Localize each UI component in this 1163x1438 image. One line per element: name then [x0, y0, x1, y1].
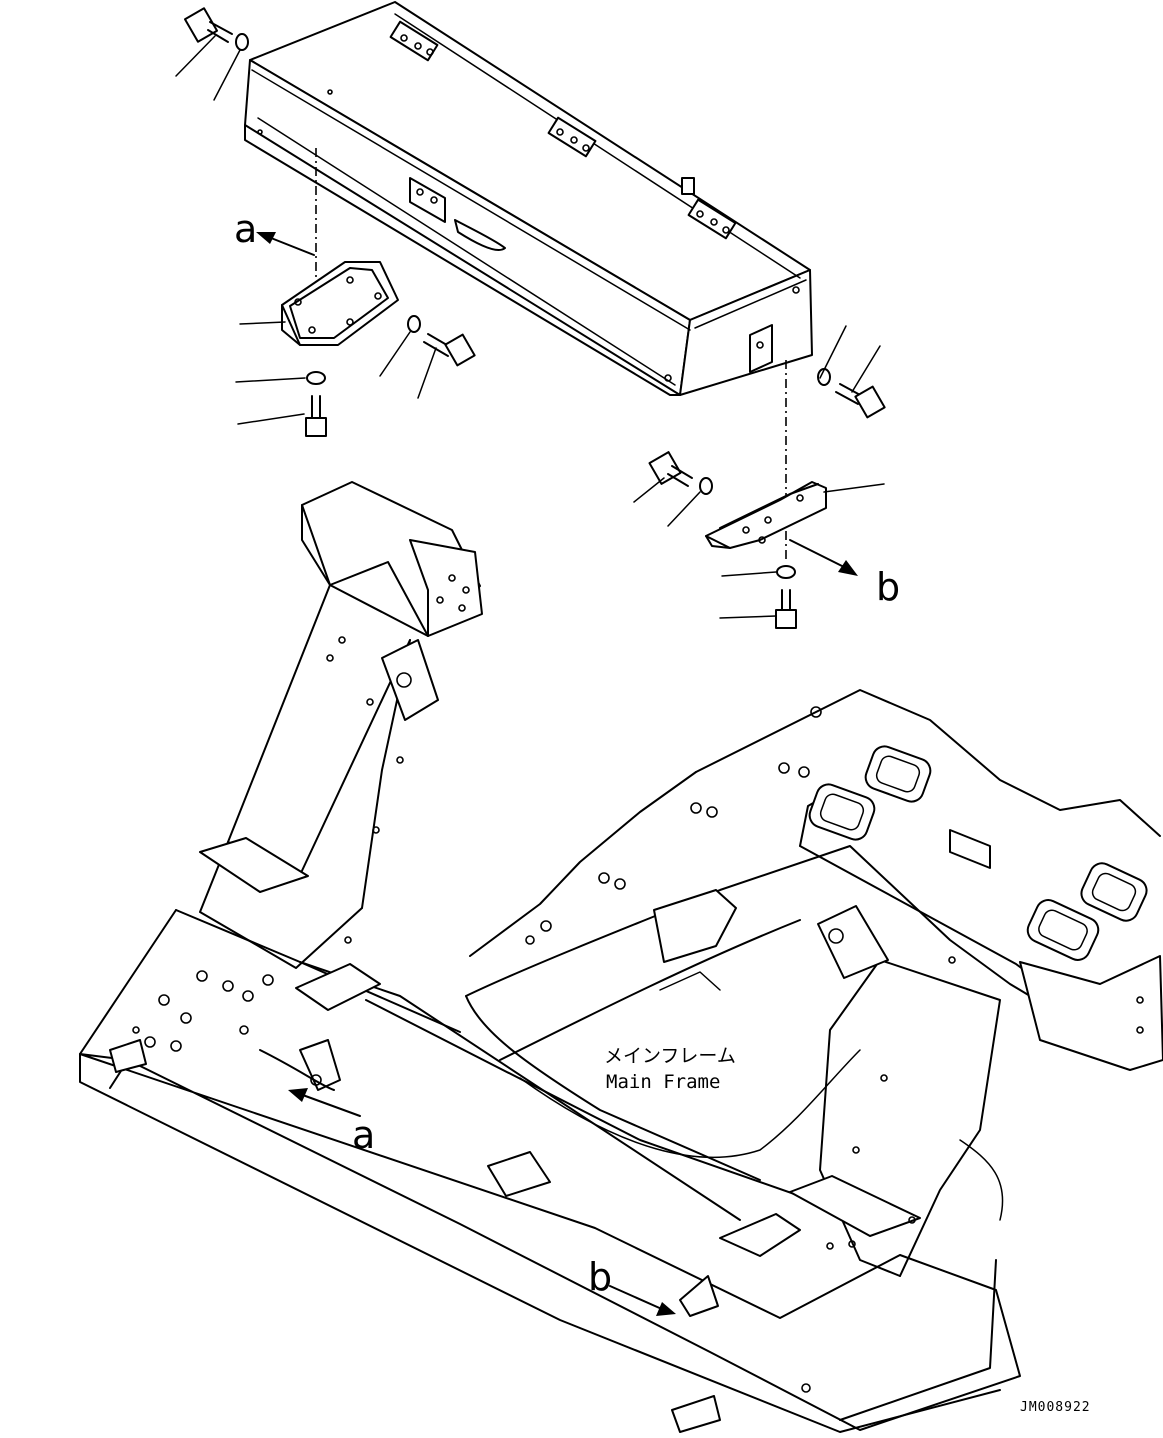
top-latch-2	[547, 116, 597, 158]
washer	[306, 371, 326, 385]
bracket-a-assembly	[175, 7, 476, 437]
top-latch-3	[687, 198, 737, 240]
main-frame	[79, 481, 1163, 1433]
washer	[235, 33, 249, 51]
washer	[699, 477, 713, 495]
washer	[407, 315, 421, 333]
bolt-right-low	[775, 589, 797, 629]
washer	[776, 565, 796, 579]
battery-box	[244, 1, 813, 396]
bracket-b-assembly	[633, 325, 886, 629]
label-b-top: b	[876, 565, 900, 609]
label-a-bottom: a	[352, 1113, 375, 1157]
drawing-code: JM008922	[1020, 1400, 1091, 1415]
rear-hook-mid	[864, 745, 932, 803]
rear-hook-right-1	[1026, 899, 1100, 961]
bolt-lower-left	[305, 395, 327, 437]
bolt-right-top	[835, 383, 886, 419]
label-a-top: a	[234, 207, 257, 251]
rear-hook-right-2	[1080, 862, 1148, 922]
bolt-top-left	[183, 7, 233, 43]
top-latch-1	[389, 20, 439, 62]
main-frame-label-en: Main Frame	[606, 1071, 720, 1093]
rear-hook-left	[808, 783, 876, 841]
label-b-bottom: b	[588, 1255, 612, 1299]
main-frame-label-jp: メインフレーム	[604, 1045, 736, 1067]
bolt-right-mid	[648, 451, 693, 487]
